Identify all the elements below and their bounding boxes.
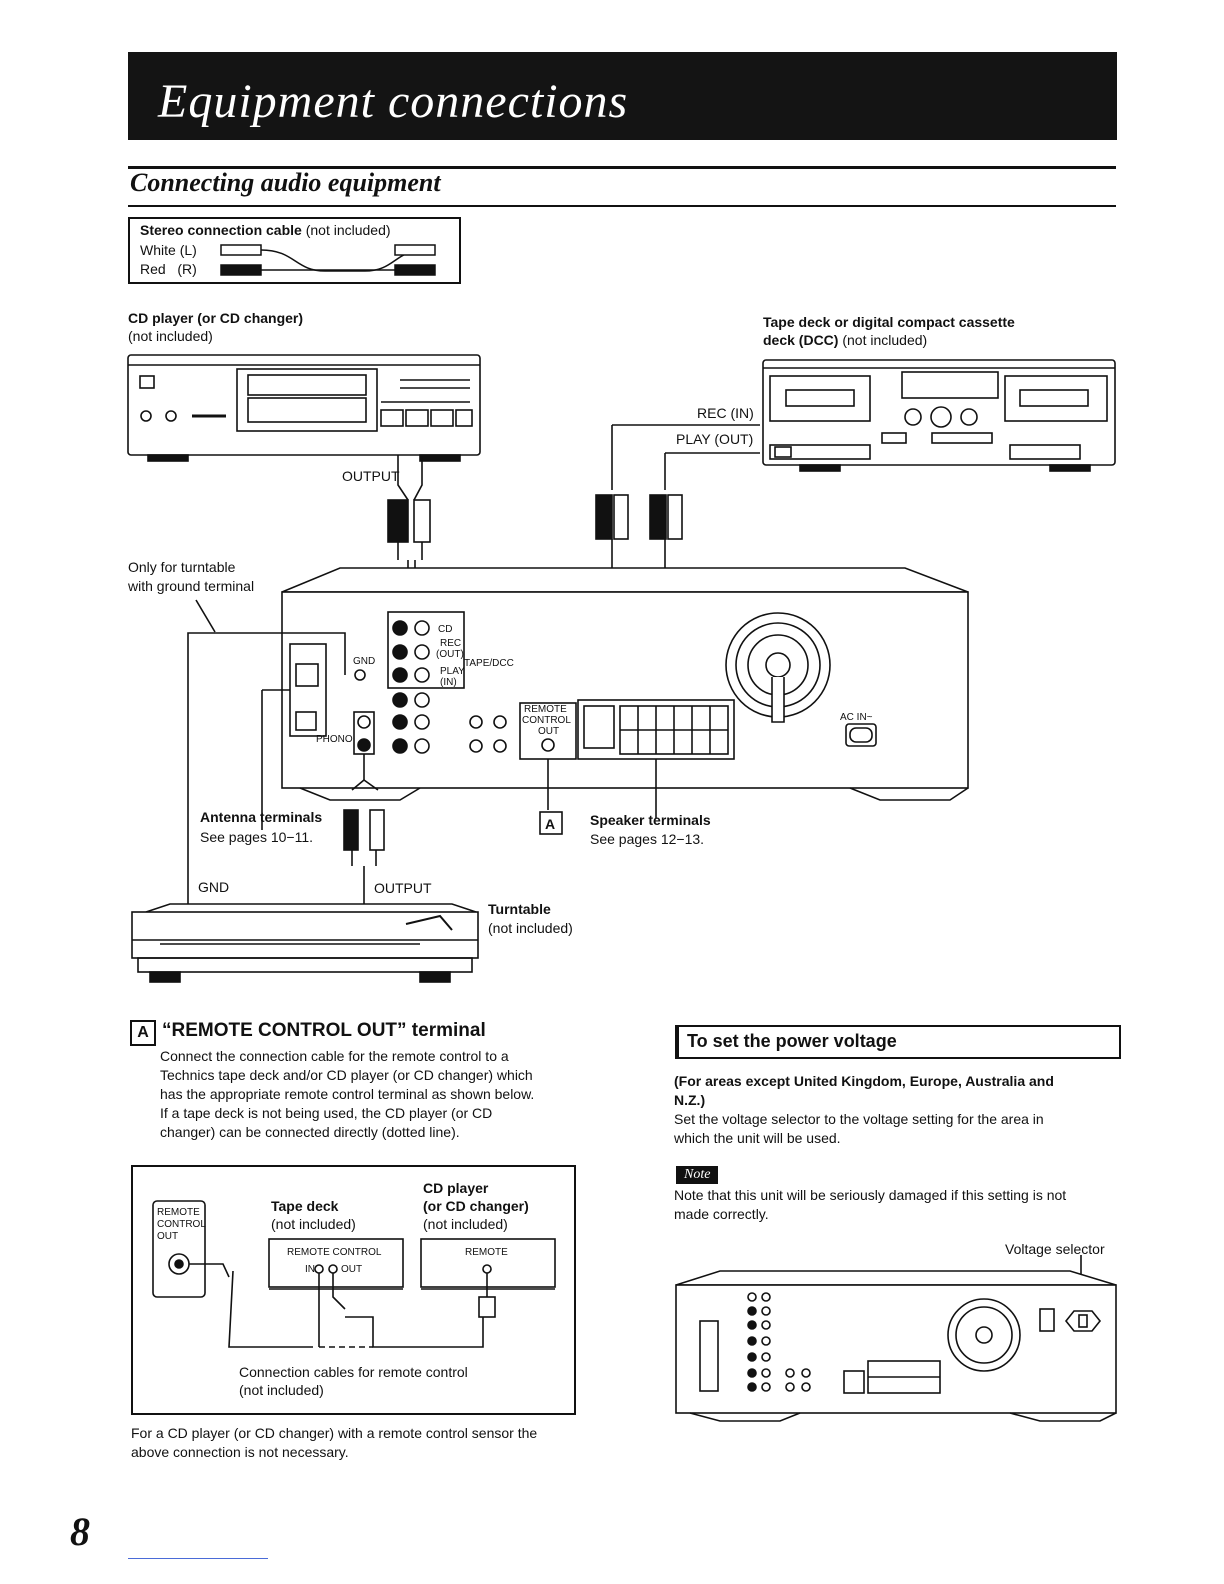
voltage-selector-label: Voltage selector [1005, 1241, 1105, 1257]
remote-out-label-2: CONTROL [157, 1219, 206, 1230]
turntable-title: Turntable [488, 901, 551, 917]
jack-label-rec: REC [440, 638, 461, 649]
tape-rec-in-label: REC (IN) [697, 405, 754, 421]
header-banner: Equipment connections [128, 52, 1117, 140]
turntable-note: (not included) [488, 920, 573, 936]
antenna-label: Antenna terminals [200, 809, 322, 825]
cable-name: Stereo connection cable [140, 222, 302, 238]
power-note: Note that this unit will be seriously da… [674, 1187, 1067, 1222]
diagram-cd-note: (not included) [423, 1216, 508, 1232]
remote-section-footer: For a CD player (or CD changer) with a r… [131, 1425, 538, 1460]
jack-label-rec-out: (OUT) [436, 649, 464, 660]
cd-output-label: OUTPUT [342, 468, 400, 484]
jack-label-tape-dcc: TAPE/DCC [464, 658, 514, 669]
remote-out-label-3: OUT [157, 1231, 178, 1242]
jack-label-gnd: GND [353, 656, 375, 667]
marker-a: A [545, 816, 555, 832]
diagram-tape-note: (not included) [271, 1216, 356, 1232]
remote-section-body: Connect the connection cable for the rem… [160, 1048, 535, 1140]
note-tag: Note [676, 1166, 719, 1184]
section-title: Connecting audio equipment [130, 168, 441, 197]
jack-label-cd: CD [438, 624, 452, 635]
tape-jack-in: IN [305, 1264, 315, 1275]
speaker-see: See pages 12−13. [590, 831, 704, 847]
tape-deck-title: Tape deck or digital compact cassette [763, 314, 1015, 330]
tape-play-out-label: PLAY (OUT) [676, 431, 753, 447]
jack-label-remote-3: OUT [538, 726, 559, 737]
ground-note-line1: Only for turntable [128, 559, 236, 575]
stereo-cable-legend: Stereo connection cable (not included) W… [128, 217, 461, 284]
turntable-gnd-label: GND [198, 879, 229, 895]
power-areas: (For areas except United Kingdom, Europe… [674, 1073, 1054, 1108]
section-rule-bottom [128, 205, 1116, 207]
remote-diagram: REMOTE CONTROL OUT REMOTE CONTROL IN OUT… [152, 1180, 556, 1398]
remote-section-marker: A [130, 1020, 156, 1046]
jack-label-remote-2: CONTROL [522, 715, 571, 726]
jack-label-phono: PHONO [316, 734, 353, 745]
remote-section-title: “REMOTE CONTROL OUT” terminal [162, 1020, 486, 1041]
cd-player-note: (not included) [128, 328, 213, 344]
power-voltage-heading-box: To set the power voltage [675, 1025, 1121, 1059]
remote-diagram-box: REMOTE CONTROL OUT REMOTE CONTROL IN OUT… [131, 1165, 576, 1415]
receiver-rear-illustration [675, 1255, 1117, 1422]
section-rule-top [128, 166, 1116, 169]
diagram-cables-note: (not included) [239, 1382, 324, 1398]
cable-icon [220, 244, 436, 276]
cd-player-illustration [127, 354, 481, 462]
page-title: Equipment connections [158, 75, 629, 128]
jack-label-play: PLAY [440, 666, 465, 677]
power-body: Set the voltage selector to the voltage … [674, 1111, 1044, 1146]
tape-jack-out: OUT [341, 1264, 362, 1275]
remote-out-label-1: REMOTE [157, 1207, 200, 1218]
page-number: 8 [70, 1509, 90, 1554]
diagram-cd-title-2: (or CD changer) [423, 1198, 529, 1214]
tape-deck-illustration [762, 359, 1116, 472]
turntable-output-label: OUTPUT [374, 880, 432, 896]
diagram-tape-title: Tape deck [271, 1198, 339, 1214]
cable-red-label: Red (R) [140, 261, 197, 277]
receiver-illustration [281, 567, 969, 801]
ac-in-label: AC IN~ [840, 712, 873, 723]
footer-rule [128, 1558, 268, 1559]
antenna-see: See pages 10−11. [200, 829, 313, 845]
jack-label-play-in: (IN) [440, 677, 457, 688]
tape-deck-title-line2: deck (DCC) (not included) [763, 332, 928, 348]
cd-player-title: CD player (or CD changer) [128, 310, 304, 326]
diagram-cd-title: CD player [423, 1180, 489, 1196]
speaker-label: Speaker terminals [590, 812, 711, 828]
connection-diagram: CD REC (OUT) TAPE/DCC PLAY (IN) GND PHON… [127, 354, 1116, 983]
diagram-cables-label: Connection cables for remote control [239, 1364, 468, 1380]
ground-note-line2: with ground terminal [127, 578, 254, 594]
cable-note: (not included) [305, 222, 391, 238]
cable-white-label: White (L) [140, 242, 197, 258]
tape-jack-label: REMOTE CONTROL [287, 1247, 382, 1258]
cd-jack-label: REMOTE [465, 1247, 508, 1258]
power-voltage-title: To set the power voltage [687, 1031, 897, 1051]
turntable-illustration [131, 903, 479, 983]
jack-label-remote-1: REMOTE [524, 704, 567, 715]
